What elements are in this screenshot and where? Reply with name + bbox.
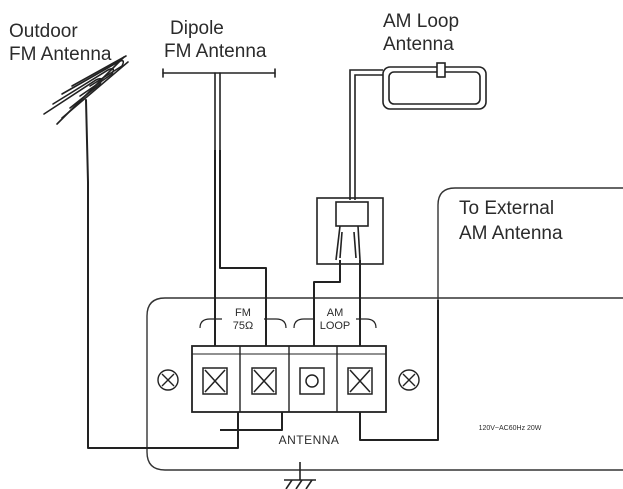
outdoor-fm-antenna-icon <box>43 55 129 183</box>
fm-group-brace <box>199 318 287 329</box>
am-group-label-line1: AM <box>327 307 344 319</box>
fm-group-label-line1: FM <box>235 307 251 319</box>
fm-group-label-line2: 75Ω <box>233 320 253 332</box>
right-screw-icon <box>398 369 420 391</box>
antenna-terminal-block <box>191 345 387 413</box>
outdoor-fm-label-line1: Outdoor <box>9 21 78 42</box>
left-screw-icon <box>157 369 179 391</box>
dipole-fm-antenna-icon <box>162 68 276 151</box>
am-terminal-1 <box>299 367 325 395</box>
am-loop-connector <box>316 197 384 265</box>
am-loop-label-line1: AM Loop <box>383 11 459 32</box>
antenna-label: ANTENNA <box>279 433 340 447</box>
external-am-lead-outline <box>437 187 623 300</box>
am-loop-label-line2: Antenna <box>383 34 454 55</box>
external-am-label-line2: AM Antenna <box>459 223 563 244</box>
rear-panel-outline <box>146 297 623 471</box>
am-loop-antenna-icon <box>349 62 487 200</box>
external-am-label-line1: To External <box>459 198 554 219</box>
dipole-fm-label-line1: Dipole <box>170 18 224 39</box>
fm-terminal-2 <box>251 367 277 395</box>
am-group-brace <box>293 318 377 329</box>
fm-terminal-1 <box>202 367 228 395</box>
ground-icon <box>284 462 316 489</box>
outdoor-fm-label-line2: FM Antenna <box>9 44 112 65</box>
dipole-fm-label-line2: FM Antenna <box>164 41 267 62</box>
power-rating-label: 120V~AC60Hz 20W <box>479 425 542 432</box>
am-group-label-line2: LOOP <box>320 320 351 332</box>
am-terminal-2 <box>347 367 373 395</box>
